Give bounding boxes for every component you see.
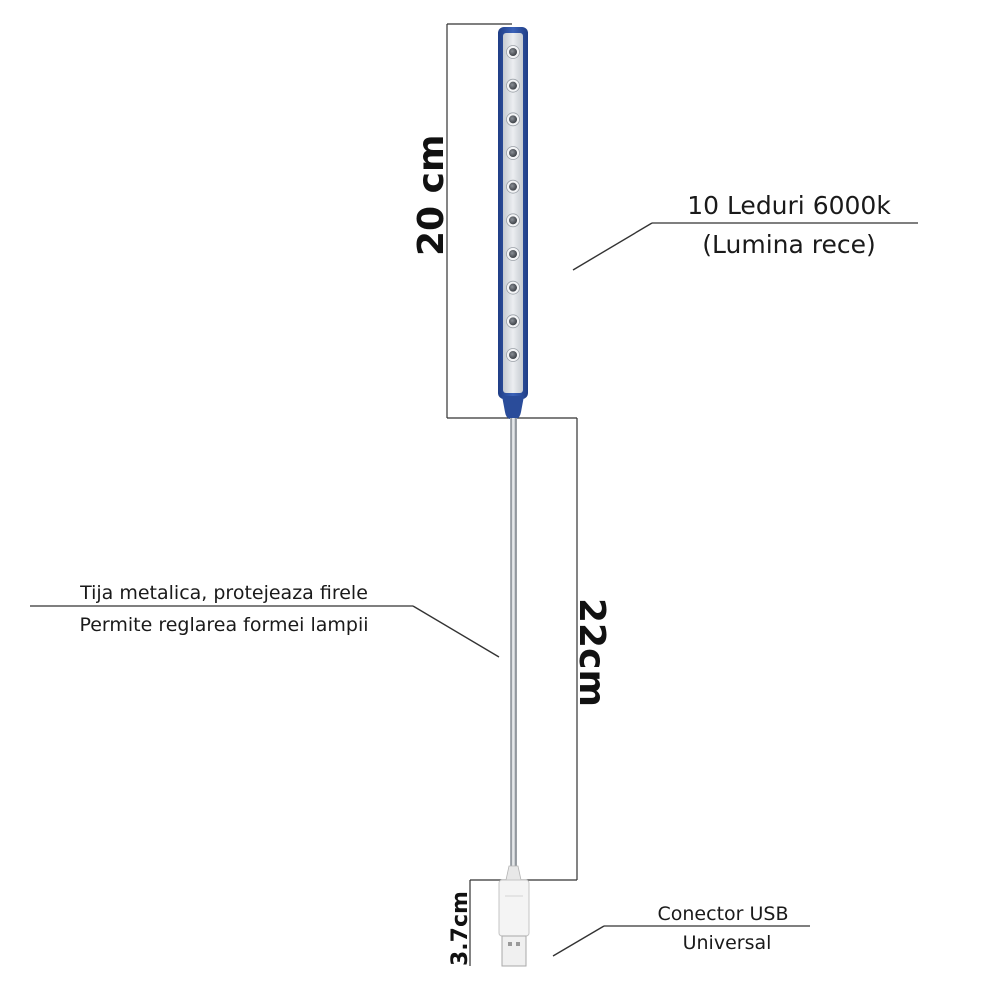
callout-usb-line2: Universal — [683, 932, 772, 954]
dim-head-label: 20 cm — [411, 135, 452, 256]
dim-neck-label: 22cm — [571, 598, 612, 707]
callout-rod-line1: Tija metalica, protejeaza firele — [79, 582, 368, 604]
usb-plug-hole-right — [516, 942, 520, 946]
callout-rod-leader — [412, 605, 500, 658]
neck-rod — [510, 418, 517, 868]
dim-usb-label: 3.7cm — [448, 891, 473, 966]
dimension-neck: 22cm — [512, 417, 612, 881]
callout-leds: 10 Leduri 6000k (Lumina rece) — [572, 191, 918, 271]
led-dot — [509, 351, 517, 359]
callout-leds-line1: 10 Leduri 6000k — [687, 191, 891, 220]
led-dot — [509, 216, 517, 225]
lamp-head — [498, 27, 528, 419]
callout-usb-leader — [552, 925, 605, 957]
dimension-head: 20 cm — [411, 23, 512, 419]
led-dot — [509, 48, 517, 56]
callout-usb-line1: Conector USB — [658, 903, 789, 925]
usb-body — [498, 879, 530, 937]
callout-usb: Conector USB Universal — [552, 903, 810, 957]
led-dot — [509, 149, 517, 157]
led-dot — [509, 250, 517, 258]
callout-leds-line2: (Lumina rece) — [702, 230, 876, 259]
callout-rod-line2: Permite reglarea formei lampii — [79, 614, 368, 636]
led-dot — [509, 317, 517, 326]
led-dot — [509, 115, 517, 124]
led-row — [506, 45, 520, 362]
usb-plug-metal — [501, 935, 527, 967]
led-dot — [509, 81, 517, 90]
lamp-head-collar — [502, 396, 524, 419]
usb-connector — [498, 865, 530, 967]
dimension-usb: 3.7cm — [448, 879, 512, 966]
callout-rod: Tija metalica, protejeaza firele Permite… — [30, 582, 500, 658]
flexible-neck — [510, 418, 517, 868]
led-dot — [509, 283, 517, 292]
usb-strain-relief — [505, 865, 522, 881]
led-dot — [509, 182, 517, 191]
usb-plug-hole-left — [508, 942, 512, 946]
callout-leds-leader — [572, 222, 653, 271]
